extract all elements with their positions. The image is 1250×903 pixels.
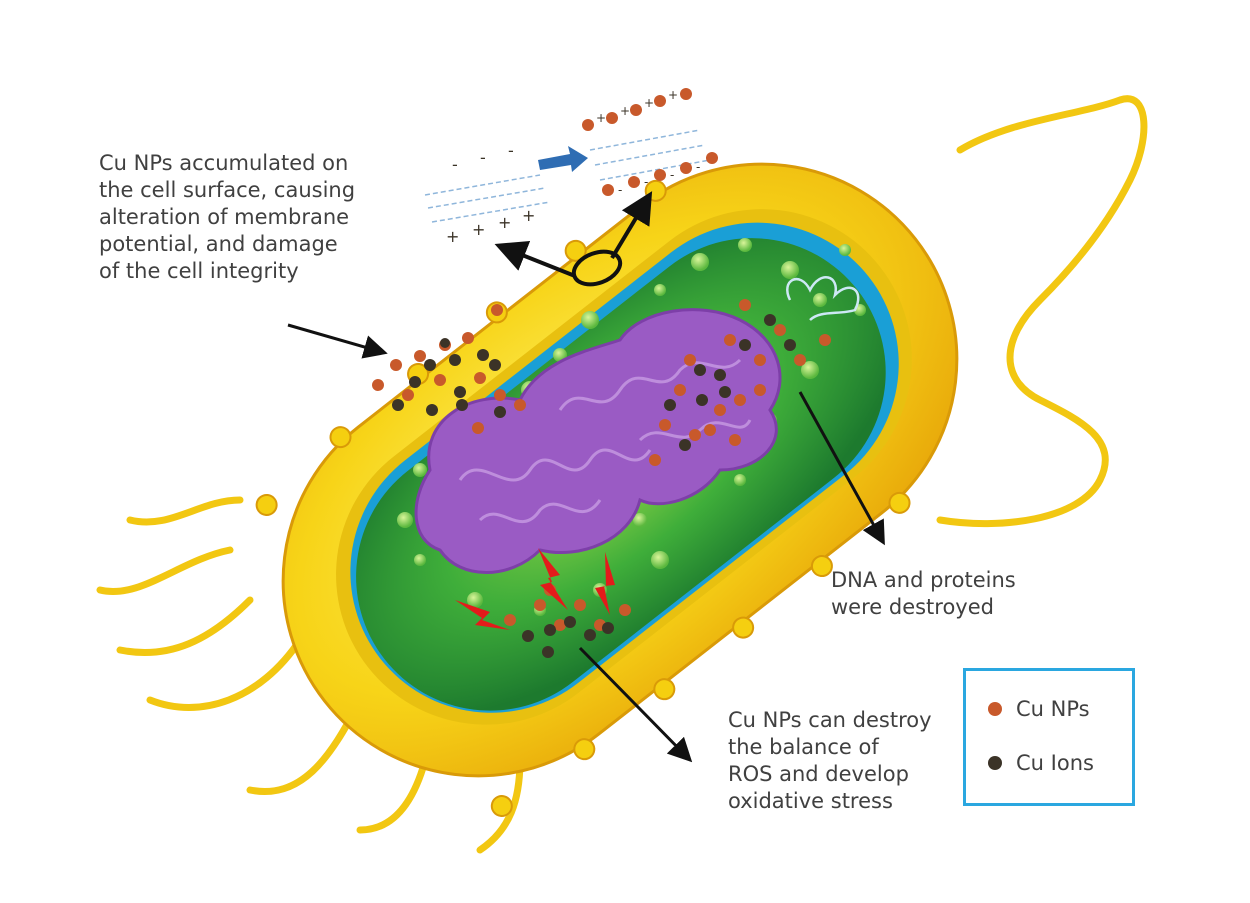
svg-text:+: + bbox=[644, 96, 654, 110]
legend-item-cu-nps: Cu NPs bbox=[988, 697, 1090, 721]
legend: Cu NPs Cu Ions bbox=[963, 668, 1135, 806]
membrane-potential-inset: - - - + + + + + + + + - - - - bbox=[424, 88, 718, 246]
dna-arrow bbox=[798, 391, 885, 546]
svg-text:+: + bbox=[472, 220, 485, 239]
membrane-zoom-callout bbox=[494, 191, 653, 287]
dna-particle-cluster bbox=[649, 299, 831, 466]
legend-item-cu-ions: Cu Ions bbox=[988, 751, 1094, 775]
dna-helix bbox=[786, 276, 860, 321]
svg-text:+: + bbox=[522, 206, 535, 225]
svg-text:-: - bbox=[670, 168, 674, 182]
pointer-arrows bbox=[287, 323, 885, 763]
svg-text:-: - bbox=[696, 160, 700, 174]
legend-dot-icon bbox=[988, 756, 1002, 770]
svg-text:-: - bbox=[644, 175, 648, 189]
ros-stress-label: Cu NPs can destroy the balance of ROS an… bbox=[728, 708, 932, 813]
legend-label: Cu NPs bbox=[1016, 697, 1090, 721]
surface-particle-cluster bbox=[372, 304, 526, 434]
svg-text:+: + bbox=[668, 88, 678, 102]
ros-arrow bbox=[578, 646, 693, 763]
svg-text:+: + bbox=[446, 227, 459, 246]
svg-text:+: + bbox=[596, 111, 606, 125]
red-lightning-icon bbox=[455, 548, 615, 630]
legend-dot-icon bbox=[988, 702, 1002, 716]
svg-text:-: - bbox=[618, 183, 622, 197]
surface-arrow bbox=[287, 323, 388, 359]
legend-label: Cu Ions bbox=[1016, 751, 1094, 775]
svg-text:+: + bbox=[498, 213, 511, 232]
svg-text:-: - bbox=[452, 155, 458, 174]
dna-nucleoid bbox=[414, 308, 782, 574]
dna-destroyed-label: DNA and proteins were destroyed bbox=[831, 568, 1016, 619]
svg-text:-: - bbox=[480, 148, 486, 167]
svg-text:+: + bbox=[620, 104, 630, 118]
blue-right-arrow-icon bbox=[538, 146, 588, 172]
svg-text:-: - bbox=[508, 141, 514, 160]
surface-accumulation-label: Cu NPs accumulated on the cell surface, … bbox=[99, 151, 356, 283]
